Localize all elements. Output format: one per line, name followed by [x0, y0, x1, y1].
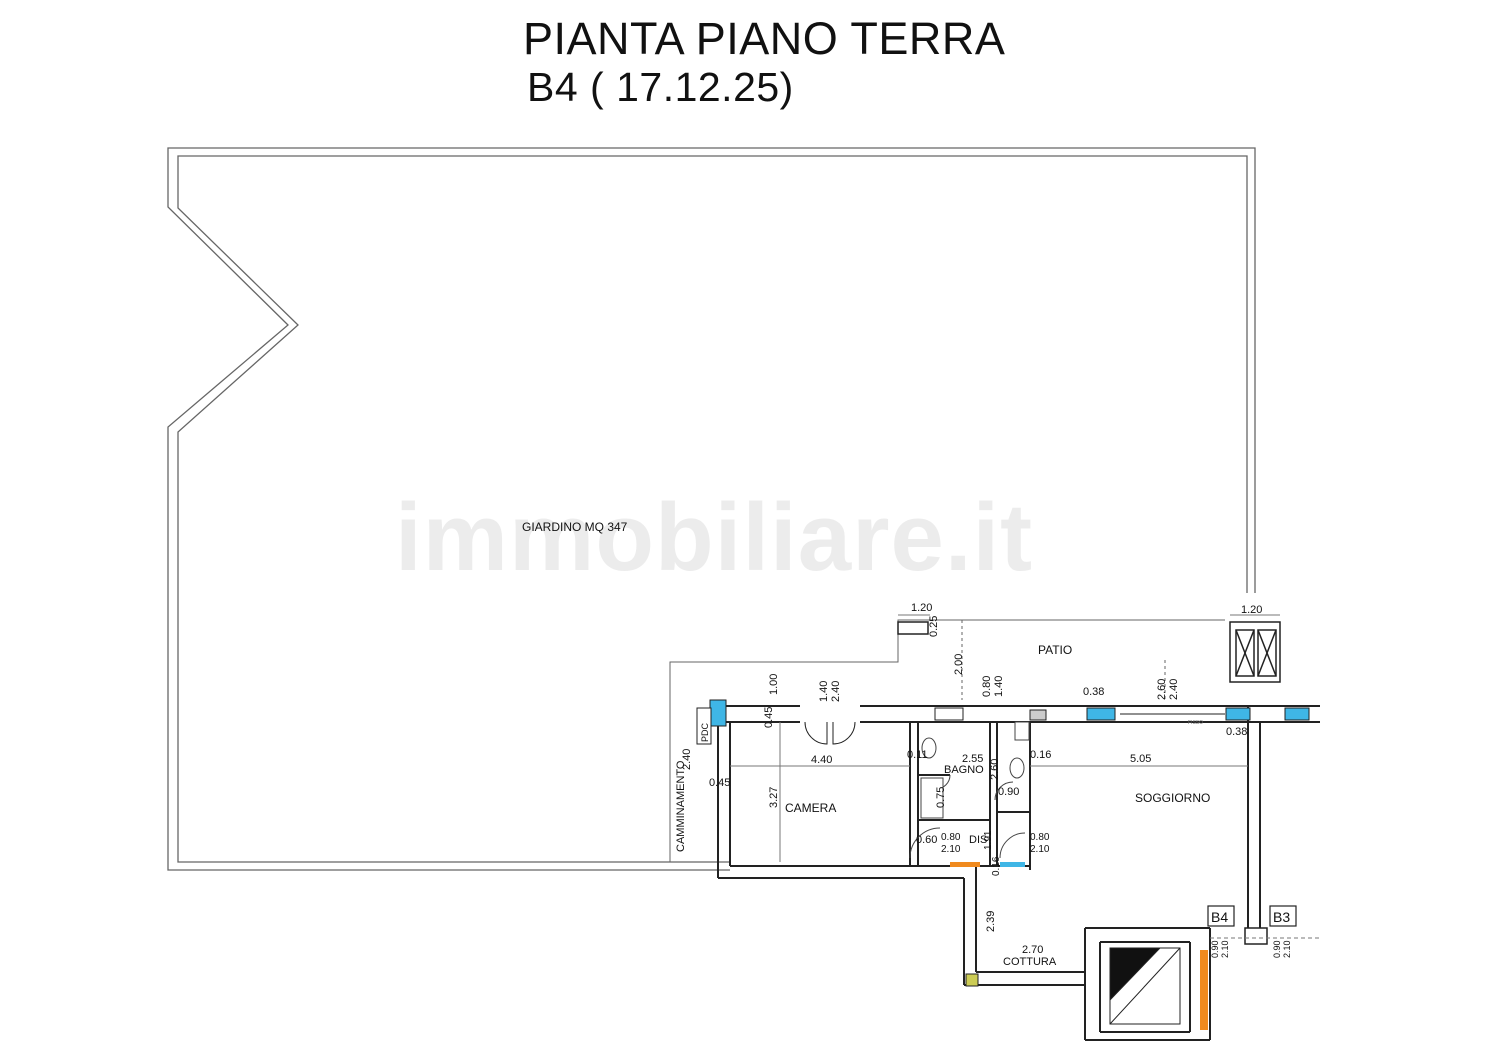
dim-0-38-right: 0.38	[1226, 726, 1247, 738]
dim-2-40-side: 2.40	[681, 749, 693, 770]
dim-0-80-a: 0.80	[941, 832, 961, 843]
dim-3-27: 3.27	[768, 787, 780, 808]
dim-2-10-b3: 2.10	[1282, 940, 1292, 958]
dim-0-90-b3: 0.90	[1272, 940, 1282, 958]
label-camera: CAMERA	[785, 801, 836, 815]
dim-0-90: 0.90	[998, 786, 1019, 798]
dim-4-40: 4.40	[811, 754, 832, 766]
dim-0-16: 0.16	[1030, 749, 1051, 761]
pillar-b3	[1244, 927, 1268, 945]
dim-2-70: 2.70	[1022, 944, 1043, 956]
stair	[1109, 947, 1181, 1025]
dim-0-11: 0.11	[907, 749, 928, 761]
label-soggiorno: SOGGIORNO	[1135, 791, 1210, 805]
window-camera	[934, 707, 964, 721]
label-dis: DIS	[969, 834, 987, 846]
dim-1-20-right: 1.20	[1241, 604, 1262, 616]
dim-0-80-b: 0.80	[1030, 832, 1050, 843]
dim-0-90-b4: 0.90	[1210, 940, 1220, 958]
dim-0-45-top: 0.45	[763, 707, 775, 728]
dim-2-10-b4: 2.10	[1220, 940, 1230, 958]
dim-2-40-win: 2.40	[1168, 679, 1180, 700]
label-pdc: PDC	[700, 722, 710, 742]
unit-label-boxes	[1207, 905, 1297, 927]
dim-0-38-top: 0.38	[1083, 686, 1104, 698]
window-b3	[1284, 707, 1310, 721]
dim-0-45-side: 0.45	[709, 777, 730, 789]
label-bagno: BAGNO	[944, 764, 984, 776]
dim-1-40b: 1.40	[993, 676, 1005, 697]
dim-2-00: 2.00	[953, 654, 965, 675]
dim-5-05: 5.05	[1130, 753, 1151, 765]
dim-1-91: 1.91	[983, 830, 994, 850]
dim-0-16b: 0.16	[991, 856, 1002, 876]
label-unit-b4: B4	[1211, 909, 1228, 925]
label-patio: PATIO	[1038, 643, 1072, 657]
plan-subtitle: B4 ( 17.12.25)	[527, 64, 794, 110]
window-left	[709, 699, 727, 727]
dim-2-40-door: 2.40	[830, 681, 842, 702]
label-unit-b3: B3	[1273, 909, 1290, 925]
label-giardino: GIARDINO MQ 347	[522, 520, 628, 534]
window-bagno	[1029, 709, 1047, 721]
label-fisso: FISSO	[1188, 720, 1203, 726]
dim-2-60b: 2.60	[989, 759, 1001, 780]
plan-title: PIANTA PIANO TERRA	[523, 13, 1006, 64]
dim-0-60: 0.60	[916, 834, 937, 846]
dim-0-80: 0.80	[981, 676, 993, 697]
label-camminamento: CAMMINAMENTO	[675, 760, 687, 852]
soggiorno-guides	[730, 722, 1248, 862]
dim-1-00: 1.00	[768, 674, 780, 695]
label-cottura: COTTURA	[1003, 956, 1057, 968]
toilet-icon	[921, 737, 937, 759]
dim-1-20-left: 1.20	[911, 602, 932, 614]
dim-2-39: 2.39	[985, 911, 997, 932]
window-soggiorno-1	[1086, 707, 1116, 721]
patio-pillars	[897, 621, 1281, 945]
windows	[709, 699, 1310, 745]
dim-2-55: 2.55	[962, 753, 983, 765]
dim-0-25: 0.25	[928, 616, 940, 637]
dim-2-10-b: 2.10	[1030, 844, 1050, 855]
dim-2-60: 2.60	[1156, 679, 1168, 700]
dim-1-40: 1.40	[818, 681, 830, 702]
window-soggiorno-2	[1225, 707, 1251, 721]
garden-boundary	[167, 147, 1256, 871]
pdc-unit	[696, 707, 712, 745]
shower-icon	[920, 777, 944, 819]
sink-icon	[1014, 721, 1030, 741]
dim-0-75: 0.75	[935, 787, 947, 808]
dimension-lines	[898, 614, 1320, 939]
pillar-left	[897, 621, 929, 635]
bidet-icon	[1009, 757, 1025, 779]
bathroom-fixtures	[920, 721, 1030, 819]
thresholds	[950, 862, 1208, 1030]
building-walls	[715, 705, 1320, 1041]
dim-2-10-a: 2.10	[941, 844, 961, 855]
patio-outline	[669, 619, 1225, 862]
